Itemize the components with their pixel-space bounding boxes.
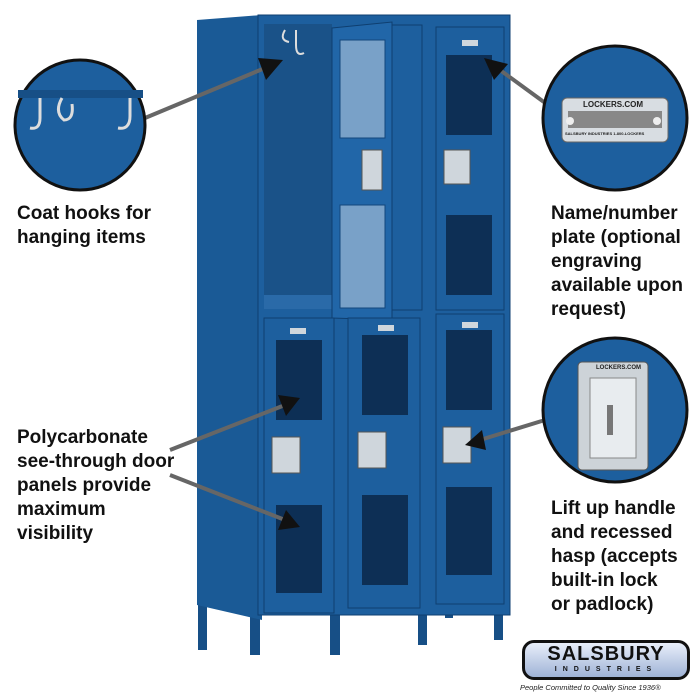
callout-arrows	[144, 58, 550, 530]
callout-coat-hooks: Coat hooks for hanging items	[17, 203, 152, 248]
open-compartment-interior	[264, 24, 332, 309]
locker-doors	[263, 24, 505, 614]
callout-handle: Lift up handle and recessed hasp (accept…	[551, 498, 678, 615]
callout-polycarbonate: Polycarbonate see-through door panels pr…	[17, 427, 175, 544]
nameplate-bottom-text: SALSBURY INDUSTRIES 1-800-LOCKERS	[565, 131, 645, 136]
nameplate-top-text: LOCKERS.COM	[583, 100, 643, 109]
handle-detail-circle	[541, 336, 689, 484]
salsbury-logo: SALSBURY INDUSTRIES	[522, 640, 690, 680]
logo-brand: SALSBURY	[547, 643, 665, 665]
handle-plate-text: LOCKERS.COM	[596, 365, 641, 371]
coat-hooks-detail-circle	[13, 58, 147, 192]
nameplate-detail-circle	[541, 44, 689, 192]
locker-side-panel	[197, 15, 262, 620]
callout-name-plate: Name/number plate (optional engraving av…	[551, 203, 683, 320]
logo-tagline: People Committed to Quality Since 1936®	[520, 683, 661, 692]
door[interactable]	[391, 24, 423, 311]
coat-hook-icon	[281, 29, 305, 55]
logo-sub: INDUSTRIES	[554, 666, 658, 673]
